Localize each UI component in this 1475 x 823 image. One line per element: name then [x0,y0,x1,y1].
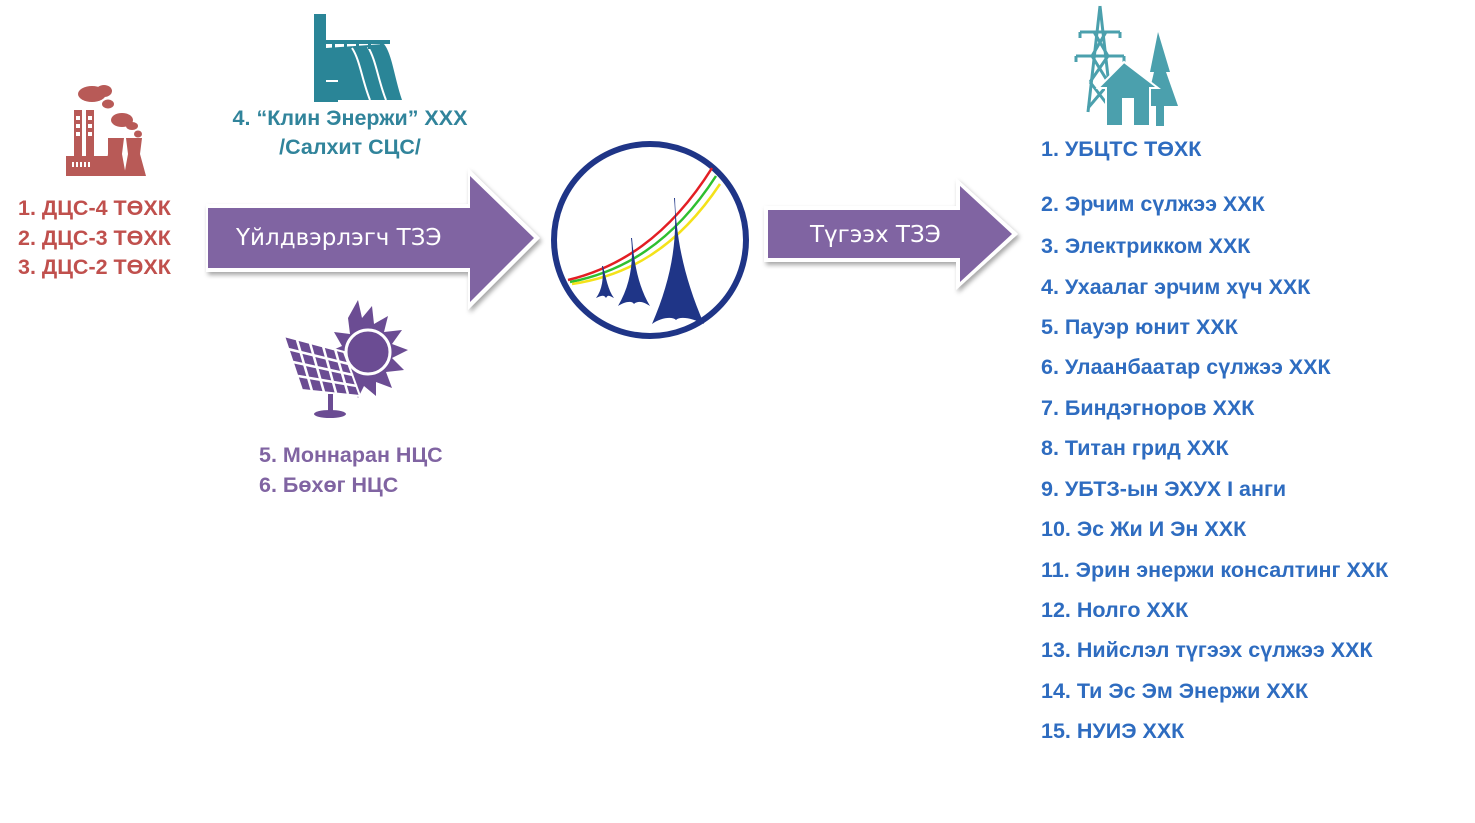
thermal-plant-item: 1. ДЦС-4 ТӨХК [18,196,171,220]
distribution-company-item: 14. Ти Эс Эм Энержи ХХК [1041,679,1309,703]
energy-regulatory-logo [551,141,749,339]
distribution-company-item: 13. Нийслэл түгээх сүлжээ ХХК [1041,638,1373,662]
distribution-company-item: 9. УБТЗ-ын ЭХУХ I анги [1041,477,1287,501]
distribution-company-item: 5. Пауэр юнит ХХК [1041,315,1238,339]
distribution-company-item: 15. НУИЭ ХХК [1041,719,1185,743]
distributor-arrow-label: Түгээх ТЗЭ [810,222,941,248]
thermal-plant-item: 3. ДЦС-2 ТӨХК [18,255,171,279]
wind-plant-name: 4. “Клин Энержи” ХХХ [232,106,468,130]
distribution-company-item: 2. Эрчим сүлжээ ХХК [1041,192,1265,216]
distributor-arrow [764,178,1018,290]
distribution-company-item: 7. Биндэгноров ХХК [1041,396,1255,420]
solar-plant-item: 6. Бөхөг НЦС [259,473,399,497]
distribution-company-item: 12. Нолго ХХК [1041,598,1189,622]
wind-plant-subtitle: /Салхит СЦС/ [279,135,421,159]
wind-plant-label: 4. “Клин Энержи” ХХХ /Салхит СЦС/ [200,104,500,162]
thermal-power-plant-icon [66,85,146,176]
distribution-company-item: 6. Улаанбаатар сүлжээ ХХК [1041,355,1331,379]
producer-arrow [206,168,540,310]
distribution-company-item: 10. Эс Жи И Эн ХХК [1041,517,1247,541]
producer-arrow-label: Үйлдвэрлэгч ТЗЭ [236,225,442,251]
distribution-company-item: 3. Электрикком ХХК [1041,234,1251,258]
solar-panel-icon [282,300,408,418]
distribution-company-item: 11. Эрин энержи консалтинг ХХК [1041,558,1389,582]
solar-plant-item: 5. Моннаран НЦС [259,443,443,467]
thermal-plant-item: 2. ДЦС-3 ТӨХК [18,225,171,250]
distribution-company-item: 4. Ухаалаг эрчим хүч ХХК [1041,275,1311,299]
thermal-plants-list: 1. ДЦС-4 ТӨХК 2. ДЦС-3 ТӨХК 3. ДЦС-2 ТӨХ… [18,194,171,283]
distribution-company-item: 8. Титан грид ХХК [1041,436,1229,460]
power-tower-house-icon [1074,5,1178,127]
dam-icon [314,14,402,102]
distribution-company-item: 1. УБЦТС ТӨХК [1041,137,1202,161]
solar-plants-list: 5. Моннаран НЦС 6. Бөхөг НЦС [259,440,443,500]
